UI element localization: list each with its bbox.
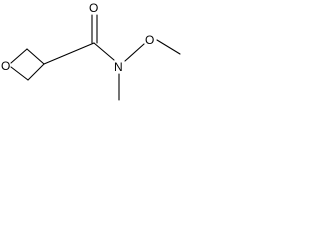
ring-bond-top-right <box>26 48 45 65</box>
carbonyl-oxygen-label: O <box>89 1 98 15</box>
methoxy-oxygen-label: O <box>145 33 154 47</box>
amide-nitrogen-label: N <box>114 60 123 74</box>
bond-ring-to-carbonyl <box>43 42 95 65</box>
molecule-canvas: O O N O <box>1 1 181 101</box>
ring-bond-right-bottom <box>27 63 45 81</box>
bond-n-to-methoxy-o <box>124 43 145 62</box>
ring-bond-bottom-o <box>10 66 29 81</box>
bond-methoxy-methyl <box>156 39 181 55</box>
ring-oxygen-label: O <box>1 59 10 73</box>
structure-diagram: O O N O <box>0 0 200 112</box>
bond-carbonyl-to-n <box>93 42 115 61</box>
ring-bond-o-top <box>10 48 28 64</box>
